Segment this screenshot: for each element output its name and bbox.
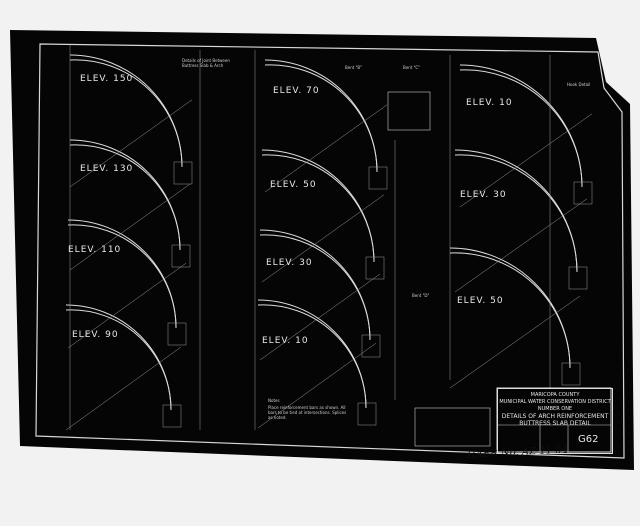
title-line: NUMBER ONE (537, 406, 573, 412)
elev-label: ELEV. 50 (270, 180, 317, 190)
dimension-line (65, 346, 182, 431)
elev-label: ELEV. 30 (266, 258, 313, 268)
joint-detail-box (162, 404, 182, 428)
title-block: MARICOPA COUNTY MUNICIPAL WATER CONSERVA… (497, 388, 613, 454)
detail-caption: Bent "C" (403, 65, 421, 70)
drawing-number: G62 (578, 434, 599, 445)
dimension-line (459, 113, 593, 208)
joint-detail-box (568, 266, 588, 290)
detail-caption: Bent "B" (345, 65, 363, 70)
title-line: MARICOPA COUNTY (530, 392, 580, 398)
dimension-line (69, 99, 193, 188)
bar-schedule-table (414, 407, 491, 447)
detail-caption: Hook Detail (567, 82, 591, 87)
dimension-line (261, 194, 385, 283)
dimension-line (454, 198, 588, 293)
arch-reinforcement-arc (264, 64, 378, 173)
bend-schedule-table (387, 91, 431, 131)
dimension-line (67, 262, 187, 349)
arch-reinforcement-arc (449, 252, 571, 369)
arch-reinforcement-arc (69, 144, 181, 251)
elev-label: ELEV. 110 (68, 245, 122, 255)
arch-reinforcement-arc (261, 154, 375, 263)
elev-label: ELEV. 130 (80, 164, 134, 174)
arch-reinforcement-arc (257, 304, 367, 409)
arch-reinforcement-arc (259, 234, 371, 341)
elev-label: ELEV. 70 (273, 86, 320, 96)
elev-label: ELEV. 150 (80, 74, 134, 84)
title-line: BUTTRESS SLAB DETAIL (519, 420, 591, 427)
title-line: MUNICIPAL WATER CONSERVATION DISTRICT (499, 399, 611, 405)
dimension-line (69, 183, 191, 271)
sheet-border (35, 43, 625, 459)
arch-reinforcement-arc (454, 154, 578, 273)
joint-detail-box (561, 362, 581, 386)
detail-caption: Bent "D" (412, 293, 430, 298)
dimension-line (264, 104, 388, 193)
arch-reinforcement-arc (69, 59, 183, 168)
dimension-line (257, 342, 377, 429)
elev-label: ELEV. 30 (460, 190, 507, 200)
blueprint-background (10, 30, 634, 470)
arch-reinforcement-arc (459, 69, 583, 188)
detail-caption: Details of Joint Between Buttress Slab &… (182, 58, 230, 68)
dimension-line (449, 295, 581, 389)
notes-text: Place reinforcement bars as shown. All b… (268, 405, 347, 420)
title-line: DETAILS OF ARCH REINFORCEMENT (501, 413, 609, 420)
elev-label: ELEV. 90 (72, 330, 119, 340)
joint-detail-box (361, 334, 381, 358)
joint-detail-box (173, 161, 193, 185)
joint-detail-box (167, 322, 187, 346)
dimension-line (259, 273, 381, 361)
arch-reinforcement-arc (67, 224, 177, 329)
elev-label: ELEV. 50 (457, 296, 504, 306)
elev-label: ELEV. 10 (262, 336, 309, 346)
arch-reinforcement-arc (65, 309, 172, 411)
joint-detail-box (573, 181, 593, 205)
elev-label: ELEV. 10 (466, 98, 513, 108)
joint-detail-box (365, 256, 385, 280)
notes-heading: Notes (268, 398, 280, 403)
joint-detail-box (357, 402, 377, 426)
joint-detail-box (368, 166, 388, 190)
